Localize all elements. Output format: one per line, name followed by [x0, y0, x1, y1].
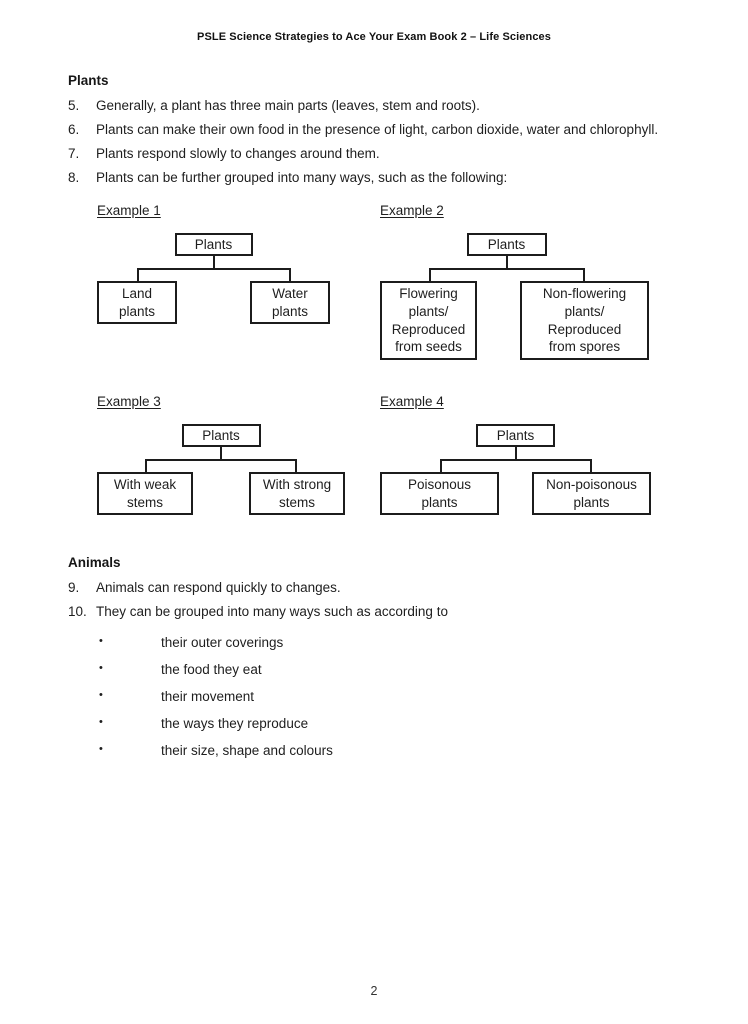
bullet-glyph: •: [99, 716, 103, 729]
example-4-tree-diagram: Plants Poisonous plants Non-poisonous pl…: [380, 424, 651, 516]
list-item-text: Animals can respond quickly to changes.: [96, 580, 341, 596]
bullet-text: the ways they reproduce: [161, 716, 309, 732]
tree-stem-line: [505, 256, 508, 268]
tree-child-box-right: With strong stems: [249, 472, 345, 516]
bullet-item: • the ways they reproduce: [68, 710, 708, 737]
tree-children-row: With weak stems With strong stems: [97, 472, 345, 516]
bullet-text: their outer coverings: [161, 635, 284, 651]
bullet-text: their size, shape and colours: [161, 743, 333, 759]
example-1-block: Example 1 Plants Land plants Water plant…: [97, 203, 345, 360]
running-header: PSLE Science Strategies to Ace Your Exam…: [197, 31, 551, 43]
bullet-item: • the food they eat: [68, 656, 708, 683]
list-item-number: 5.: [68, 98, 80, 113]
tree-children-row: Poisonous plants Non-poisonous plants: [380, 472, 651, 516]
list-item-text: Plants respond slowly to changes around …: [96, 146, 380, 161]
bullet-text: the food they eat: [161, 662, 262, 678]
tree-stem-line: [220, 447, 222, 459]
list-item-number: 9.: [68, 580, 80, 596]
list-item: 8. Plants can be further grouped into ma…: [68, 166, 708, 190]
section-heading-plants: Plants: [68, 73, 109, 88]
example-1-tree-diagram: Plants Land plants Water plants: [97, 233, 330, 325]
tree-child-box-left: Poisonous plants: [380, 472, 499, 516]
tree-children-row: Land plants Water plants: [97, 281, 330, 325]
example-3-label: Example 3: [97, 394, 161, 409]
tree-stem-line: [514, 447, 517, 459]
example-4-label: Example 4: [380, 394, 444, 409]
list-item-number: 10.: [68, 604, 87, 620]
tree-branch-connector: [439, 459, 592, 472]
tree-child-box-left: With weak stems: [97, 472, 193, 516]
example-4-block: Example 4 Plants Poisonous plants Non-po…: [380, 394, 655, 516]
tree-root-box: Plants: [181, 424, 261, 447]
list-item-text: They can be grouped into many ways such …: [96, 604, 448, 620]
example-2-block: Example 2 Plants Flowering plants/ Repro…: [380, 203, 655, 360]
tree-branch-connector: [136, 268, 291, 281]
tree-child-box-left: Land plants: [97, 281, 177, 325]
example-3-block: Example 3 Plants With weak stems With st…: [97, 394, 345, 516]
bullet-glyph: •: [99, 689, 103, 702]
page-content: Plants 5. Generally, a plant has three m…: [68, 73, 708, 764]
plants-section: Plants 5. Generally, a plant has three m…: [68, 73, 708, 190]
tree-child-box-right: Water plants: [250, 281, 330, 325]
tree-root-box: Plants: [466, 233, 547, 256]
tree-root-box: Plants: [174, 233, 253, 256]
list-item-text: Plants can be further grouped into many …: [96, 170, 508, 185]
animals-section: Animals 9. Animals can respond quickly t…: [68, 555, 708, 764]
page-number: 2: [370, 984, 378, 998]
list-item-text: Plants can make their own food in the pr…: [96, 122, 659, 137]
list-item-number: 8.: [68, 170, 80, 185]
examples-grid: Example 1 Plants Land plants Water plant…: [97, 203, 708, 516]
tree-branch-connector: [145, 459, 297, 472]
bullet-glyph: •: [99, 662, 103, 675]
example-3-tree-diagram: Plants With weak stems With strong stems: [97, 424, 345, 516]
list-item: 10. They can be grouped into many ways s…: [68, 600, 708, 624]
tree-root-box: Plants: [476, 424, 555, 447]
bullet-item: • their movement: [68, 683, 708, 710]
list-item-number: 7.: [68, 146, 80, 161]
animals-bullet-list: • their outer coverings • the food they …: [68, 629, 708, 764]
list-item-text: Generally, a plant has three main parts …: [96, 98, 480, 113]
list-item: 7. Plants respond slowly to changes arou…: [68, 142, 708, 166]
tree-child-box-left: Flowering plants/ Reproduced from seeds: [380, 281, 477, 360]
list-item: 6. Plants can make their own food in the…: [68, 118, 708, 142]
tree-child-box-right: Non-flowering plants/ Reproduced from sp…: [520, 281, 649, 360]
bullet-glyph: •: [99, 743, 103, 756]
list-item: 9. Animals can respond quickly to change…: [68, 576, 708, 600]
example-2-label: Example 2: [380, 203, 444, 218]
bullet-item: • their outer coverings: [68, 629, 708, 656]
list-item-number: 6.: [68, 122, 80, 137]
section-heading-animals: Animals: [68, 555, 121, 571]
list-item: 5. Generally, a plant has three main par…: [68, 94, 708, 118]
bullet-item: • their size, shape and colours: [68, 737, 708, 764]
bullet-text: their movement: [161, 689, 255, 705]
plants-numbered-list: 5. Generally, a plant has three main par…: [68, 94, 708, 190]
tree-child-box-right: Non-poisonous plants: [532, 472, 651, 516]
tree-branch-connector: [428, 268, 585, 281]
tree-stem-line: [212, 256, 215, 268]
example-1-label: Example 1: [97, 203, 161, 218]
tree-children-row: Flowering plants/ Reproduced from seeds …: [380, 281, 649, 360]
bullet-glyph: •: [99, 635, 103, 648]
example-2-tree-diagram: Plants Flowering plants/ Reproduced from…: [380, 233, 649, 360]
animals-numbered-list: 9. Animals can respond quickly to change…: [68, 576, 708, 624]
